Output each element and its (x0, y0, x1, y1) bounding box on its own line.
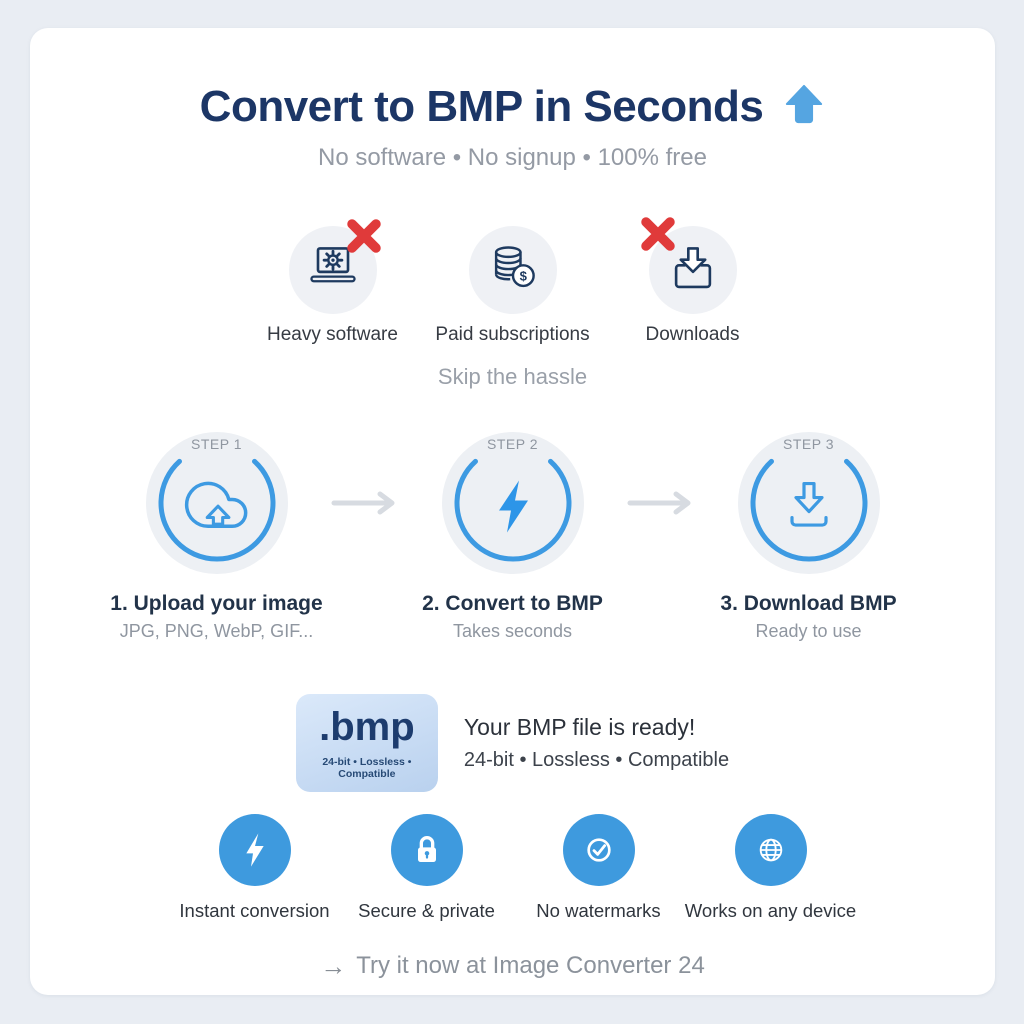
step-circle: STEP 1 (145, 432, 288, 574)
step-3-download: STEP 3 3. Download BMP Ready to use (696, 432, 922, 642)
step-2-convert: STEP 2 2. Convert to BMP Takes seconds (400, 432, 626, 642)
feature-no-watermarks: No watermarks (513, 814, 685, 922)
right-arrow-icon: → (320, 951, 347, 981)
feature-icon-circle (218, 814, 291, 886)
pain-item-paid-subscriptions: $ Paid subscriptions (423, 226, 603, 346)
coins-dollar-icon: $ (494, 246, 535, 288)
step-subtitle: Ready to use (755, 621, 862, 641)
step-1-upload: STEP 1 1. Upload your image JPG, PNG, We… (104, 432, 330, 642)
page-title: Convert to BMP in Seconds (199, 82, 764, 131)
result-headline: Your BMP file is ready! (463, 714, 696, 740)
step-circle: STEP 2 (441, 432, 584, 574)
pain-label: Paid subscriptions (435, 324, 590, 345)
up-arrow-icon (786, 84, 823, 124)
check-circle-icon (586, 838, 611, 862)
feature-any-device: Works on any device (685, 814, 857, 922)
step-badge: STEP 1 (191, 436, 242, 452)
cloud-upload-icon (184, 481, 247, 529)
skip-the-hassle-caption: Skip the hassle (437, 364, 588, 389)
flow-arrow-icon (627, 491, 690, 515)
feature-label: Secure & private (358, 900, 495, 921)
step-subtitle: JPG, PNG, WebP, GIF... (119, 621, 314, 641)
footer-cta[interactable]: → Try it now at Image Converter 24 (30, 952, 995, 980)
laptop-gear-icon (309, 247, 356, 283)
bmp-extension: .bmp (319, 704, 415, 749)
feature-label: Instant conversion (179, 900, 330, 921)
step-title: 3. Download BMP (720, 592, 897, 615)
footer-cta-label: Try it now at Image Converter 24 (356, 952, 705, 979)
lock-icon (417, 836, 436, 862)
pain-item-heavy-software: Heavy software (243, 219, 423, 346)
step-ring (454, 458, 571, 562)
step-circle-bg (737, 432, 880, 574)
step-circle: STEP 3 (737, 432, 880, 574)
feature-icon-circle (390, 814, 463, 886)
feature-label: Works on any device (684, 900, 857, 921)
step-ring (158, 458, 275, 562)
flow-arrow-icon (331, 491, 394, 515)
svg-text:$: $ (519, 269, 527, 284)
bmp-file-badge: .bmp 24-bit • Lossless • Compatible (295, 694, 438, 792)
feature-instant-conversion: Instant conversion (169, 814, 341, 922)
pain-icon-circle (640, 217, 737, 314)
red-x-icon (640, 217, 675, 251)
header: Convert to BMP in Seconds (30, 82, 995, 132)
pain-icon-circle: $ (468, 226, 557, 314)
feature-label: No watermarks (536, 900, 661, 921)
pain-label: Downloads (645, 324, 740, 345)
lightning-bolt-icon (245, 833, 264, 867)
step-circle-bg (145, 432, 288, 574)
download-box-icon (674, 247, 711, 289)
pain-points-row: Heavy software $ (30, 217, 995, 346)
feature-icon-circle (734, 814, 807, 886)
step-title: 2. Convert to BMP (422, 592, 603, 615)
result-section: .bmp 24-bit • Lossless • Compatible Your… (30, 694, 995, 792)
infographic-card: Convert to BMP in Seconds No software • … (30, 28, 995, 995)
bmp-badge-caption: 24-bit • Lossless • Compatible (322, 755, 412, 780)
result-text: Your BMP file is ready! 24-bit • Lossles… (464, 714, 729, 772)
result-subheadline: 24-bit • Lossless • Compatible (463, 749, 730, 771)
feature-secure-private: Secure & private (341, 814, 513, 922)
pain-icon-circle (288, 219, 381, 314)
features-row: Instant conversion Secure & private (30, 814, 995, 922)
step-title: 1. Upload your image (110, 592, 323, 615)
feature-icon-circle (562, 814, 635, 886)
steps-row: STEP 1 1. Upload your image JPG, PNG, We… (30, 432, 995, 642)
step-subtitle: Takes seconds (452, 621, 573, 641)
step-ring (750, 458, 867, 562)
pain-label: Heavy software (267, 324, 398, 345)
download-arrow-icon (789, 481, 828, 527)
globe-icon (759, 838, 782, 862)
pain-item-downloads: Downloads (603, 217, 783, 346)
red-x-icon (346, 219, 381, 253)
step-badge: STEP 2 (487, 436, 538, 452)
step-badge: STEP 3 (783, 436, 834, 452)
page-subtitle: No software • No signup • 100% free (317, 144, 707, 171)
lightning-bolt-icon (498, 480, 528, 533)
